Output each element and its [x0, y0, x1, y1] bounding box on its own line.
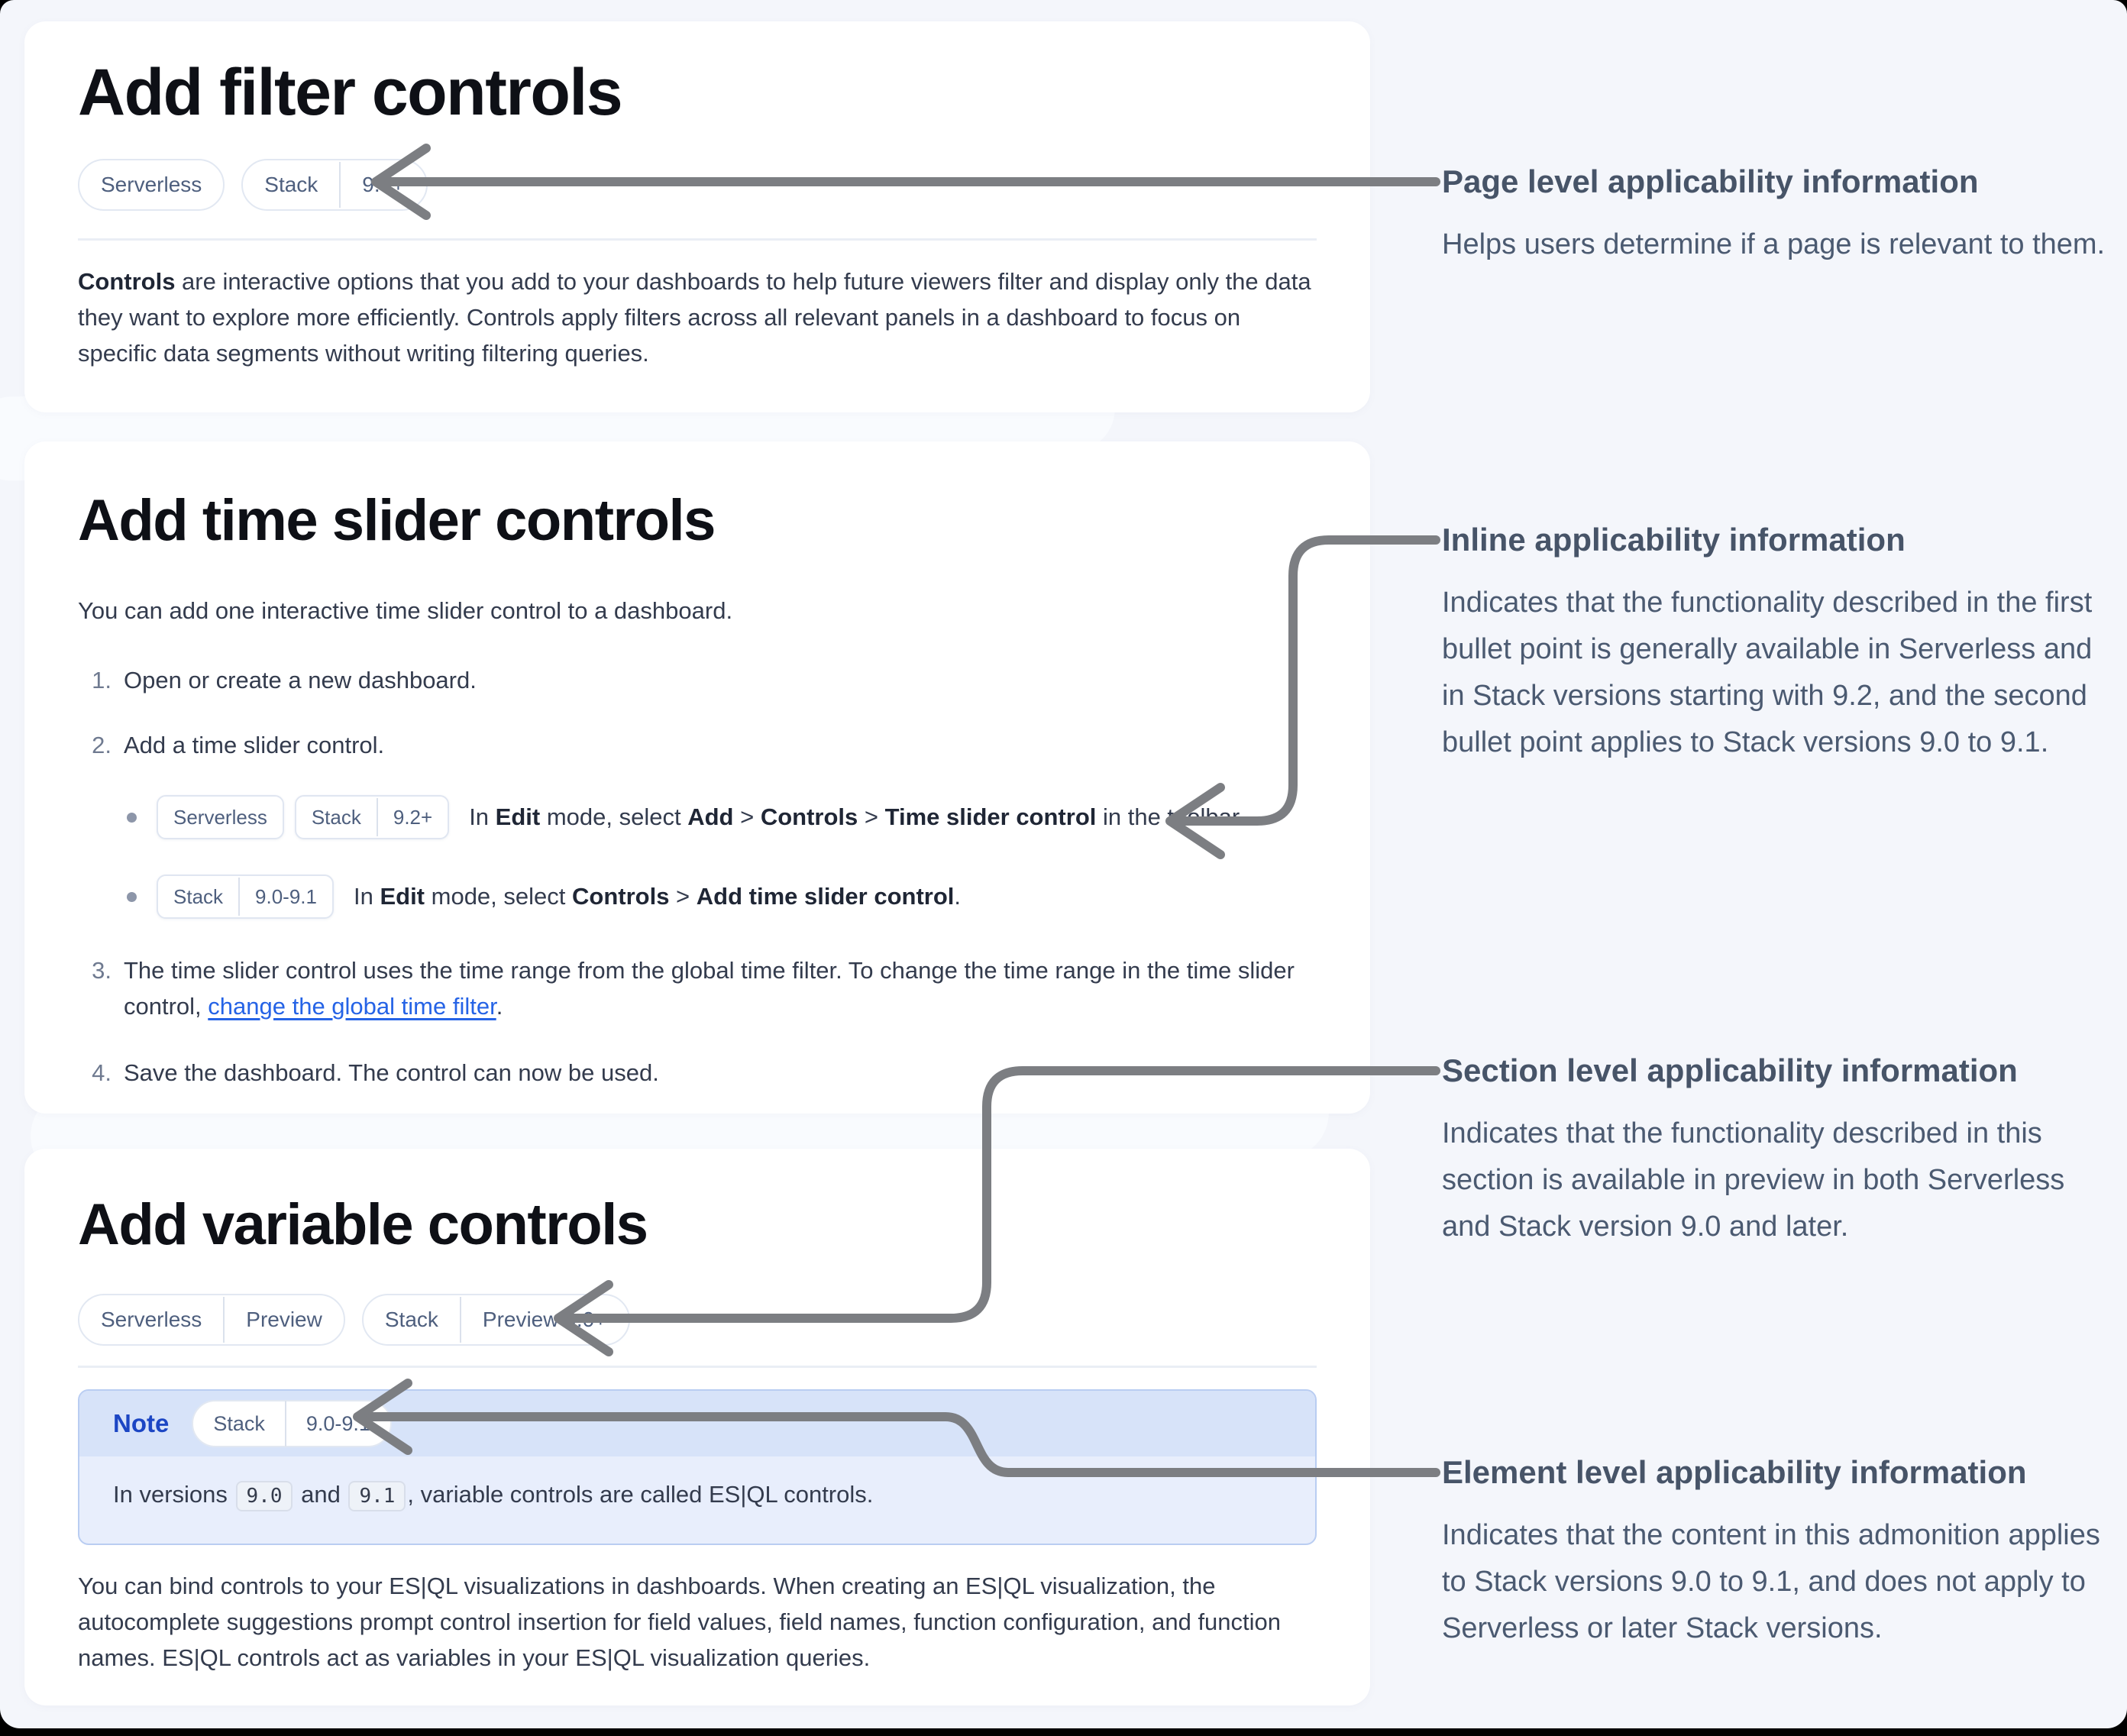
list-item-text: Add a time slider control.: [124, 732, 385, 758]
inline-applicability-badges: Stack 9.0-9.1: [157, 874, 334, 919]
list-item-text: The time slider control uses the time ra…: [124, 957, 1295, 1020]
badge-segment: Stack: [213, 1412, 265, 1435]
annotation-title: Inline applicability information: [1442, 522, 1906, 558]
section-add-time-slider-controls: Add time slider controls You can add one…: [24, 441, 1370, 1114]
page-title: Add filter controls: [78, 56, 623, 129]
badge-segment: Preview 9.0+: [459, 1297, 629, 1343]
badge-segment: 9.0-9.1: [284, 1401, 390, 1447]
annotation-body: Indicates that the functionality describ…: [1442, 587, 2093, 758]
badge-segment: Stack: [173, 885, 224, 908]
badge-segment: Stack: [384, 1308, 438, 1331]
annotation-body: Indicates that the content in this admon…: [1442, 1519, 2100, 1644]
list-item-text: Save the dashboard. The control can now …: [124, 1059, 659, 1086]
section-title: Add variable controls: [78, 1192, 648, 1257]
body-paragraph: You can bind controls to your ES|QL visu…: [78, 1573, 1282, 1671]
note-label: Note: [113, 1409, 170, 1437]
badge-segment: Preview: [223, 1297, 344, 1343]
badge-segment: Serverless: [101, 173, 202, 196]
badge-segment: Serverless: [101, 1308, 202, 1331]
badge-stack-version: Stack 9.2+: [294, 795, 450, 839]
list-item: 4. Save the dashboard. The control can n…: [78, 1055, 1317, 1091]
list-marker: 2.: [92, 732, 112, 758]
divider: [78, 238, 1317, 241]
annotation-element-level: Element level applicability information …: [1442, 1453, 2114, 1652]
badge-segment: 9.2+: [376, 798, 448, 836]
ordered-list: 1. Open or create a new dashboard. 2. Ad…: [78, 662, 1317, 1091]
note-body: In versions 9.0 and 9.1, variable contro…: [79, 1456, 1315, 1544]
note-header: Note Stack 9.0-9.1: [79, 1391, 1315, 1456]
annotation-title: Page level applicability information: [1442, 163, 1979, 199]
intro-paragraph: Controls are interactive options that yo…: [78, 268, 1311, 367]
badge-segment: Serverless: [173, 806, 267, 829]
list-item: 2. Add a time slider control.: [78, 727, 1317, 763]
list-marker: 1.: [92, 667, 112, 693]
page-applicability-badges: Serverless Stack 9.0+: [78, 159, 1317, 211]
annotation-body: Helps users determine if a page is relev…: [1442, 228, 2106, 260]
list-item-text: Open or create a new dashboard.: [124, 667, 477, 693]
annotation-body: Indicates that the functionality describ…: [1442, 1117, 2065, 1243]
list-item: 1. Open or create a new dashboard.: [78, 662, 1317, 698]
bullet-dot-icon: [127, 891, 137, 902]
badge-stack-preview-version: Stack Preview 9.0+: [361, 1294, 630, 1346]
badge-segment: Stack: [264, 173, 318, 196]
section-title: Add time slider controls: [78, 488, 716, 553]
badge-segment: 9.0+: [339, 162, 425, 208]
annotation-title: Section level applicability information: [1442, 1052, 2018, 1088]
annotation-title: Element level applicability information: [1442, 1454, 2027, 1490]
badge-serverless: Serverless: [157, 795, 284, 839]
section-intro: You can add one interactive time slider …: [78, 597, 733, 624]
badge-serverless: Serverless: [78, 159, 225, 211]
section-applicability-badges: Serverless Preview Stack Preview 9.0+: [78, 1294, 1317, 1346]
list-item: Stack 9.0-9.1 In Edit mode, select Contro…: [127, 874, 1317, 919]
list-marker: 3.: [92, 957, 112, 984]
list-item: 3. The time slider control uses the time…: [78, 952, 1317, 1024]
list-marker: 4.: [92, 1059, 112, 1086]
section-add-filter-controls: Add filter controls Serverless Stack 9.0+…: [24, 21, 1370, 412]
list-item: Serverless Stack 9.2+ In Edit mode, selec…: [127, 795, 1317, 839]
bullet-list: Serverless Stack 9.2+ In Edit mode, selec…: [127, 795, 1317, 919]
badge-segment: Stack: [311, 806, 361, 829]
note-admonition: Note Stack 9.0-9.1 In versions 9.0 and 9.…: [78, 1389, 1317, 1545]
section-add-variable-controls: Add variable controls Serverless Preview …: [24, 1149, 1370, 1705]
badge-stack-version: Stack 9.0+: [241, 159, 428, 211]
badge-stack-version: Stack 9.0-9.1: [157, 874, 334, 919]
divider: [78, 1366, 1317, 1368]
inline-applicability-badges: Serverless Stack 9.2+: [157, 795, 450, 839]
badge-stack-version: Stack 9.0-9.1: [192, 1400, 392, 1447]
badge-segment: 9.0-9.1: [238, 878, 332, 916]
list-item-text: In Edit mode, select Controls > Add time…: [353, 883, 962, 910]
bullet-dot-icon: [127, 812, 137, 823]
list-item-text: In Edit mode, select Add > Controls > Ti…: [469, 803, 1246, 830]
annotation-section-level: Section level applicability information …: [1442, 1051, 2114, 1250]
badge-serverless-preview: Serverless Preview: [78, 1294, 345, 1346]
annotation-inline-level: Inline applicability information Indicat…: [1442, 520, 2114, 766]
annotation-page-level: Page level applicability information Hel…: [1442, 162, 2114, 268]
inline-link[interactable]: change the global time filter: [208, 993, 496, 1020]
